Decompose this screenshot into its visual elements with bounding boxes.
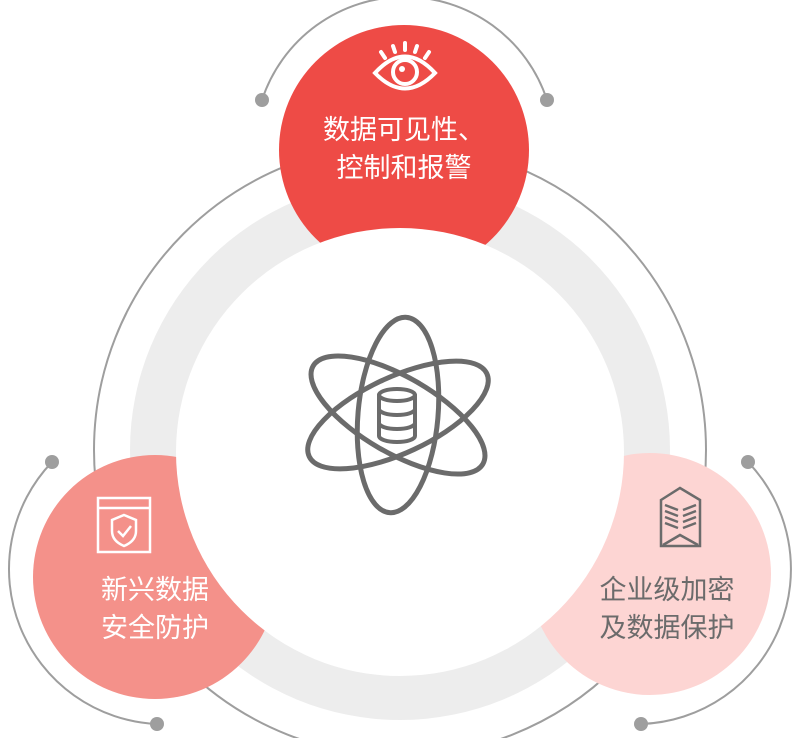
node-emerging-label: 新兴数据 安全防护: [55, 572, 255, 648]
node-encryption-line-1: 企业级加密: [599, 575, 735, 606]
center-disk: [176, 228, 624, 676]
right-arc-dot-bottom: [634, 717, 648, 731]
eye-icon: [372, 41, 438, 91]
left-arc: [8, 461, 158, 725]
top-arc-dot-right: [540, 93, 554, 107]
browser-shield-icon: [96, 496, 152, 554]
node-visibility-line-2: 控制和报警: [336, 153, 472, 184]
node-visibility-label: 数据可见性、 控制和报警: [304, 112, 504, 188]
node-encryption-label: 企业级加密 及数据保护: [567, 572, 767, 648]
left-arc-dot-top: [45, 455, 59, 469]
right-arc: [640, 461, 792, 725]
atom-database-icon: [305, 314, 491, 516]
node-emerging-line-1: 新兴数据: [101, 575, 209, 606]
right-arc-dot-top: [741, 455, 755, 469]
node-encryption-line-2: 及数据保护: [599, 613, 735, 644]
left-arc-dot-bottom: [150, 717, 164, 731]
node-visibility-line-1: 数据可见性、: [323, 115, 485, 146]
top-arc: [261, 0, 548, 101]
node-visibility-circle: [279, 25, 529, 275]
node-emerging-line-2: 安全防护: [101, 613, 209, 644]
building-icon: [659, 486, 702, 548]
top-arc-dot-left: [255, 93, 269, 107]
